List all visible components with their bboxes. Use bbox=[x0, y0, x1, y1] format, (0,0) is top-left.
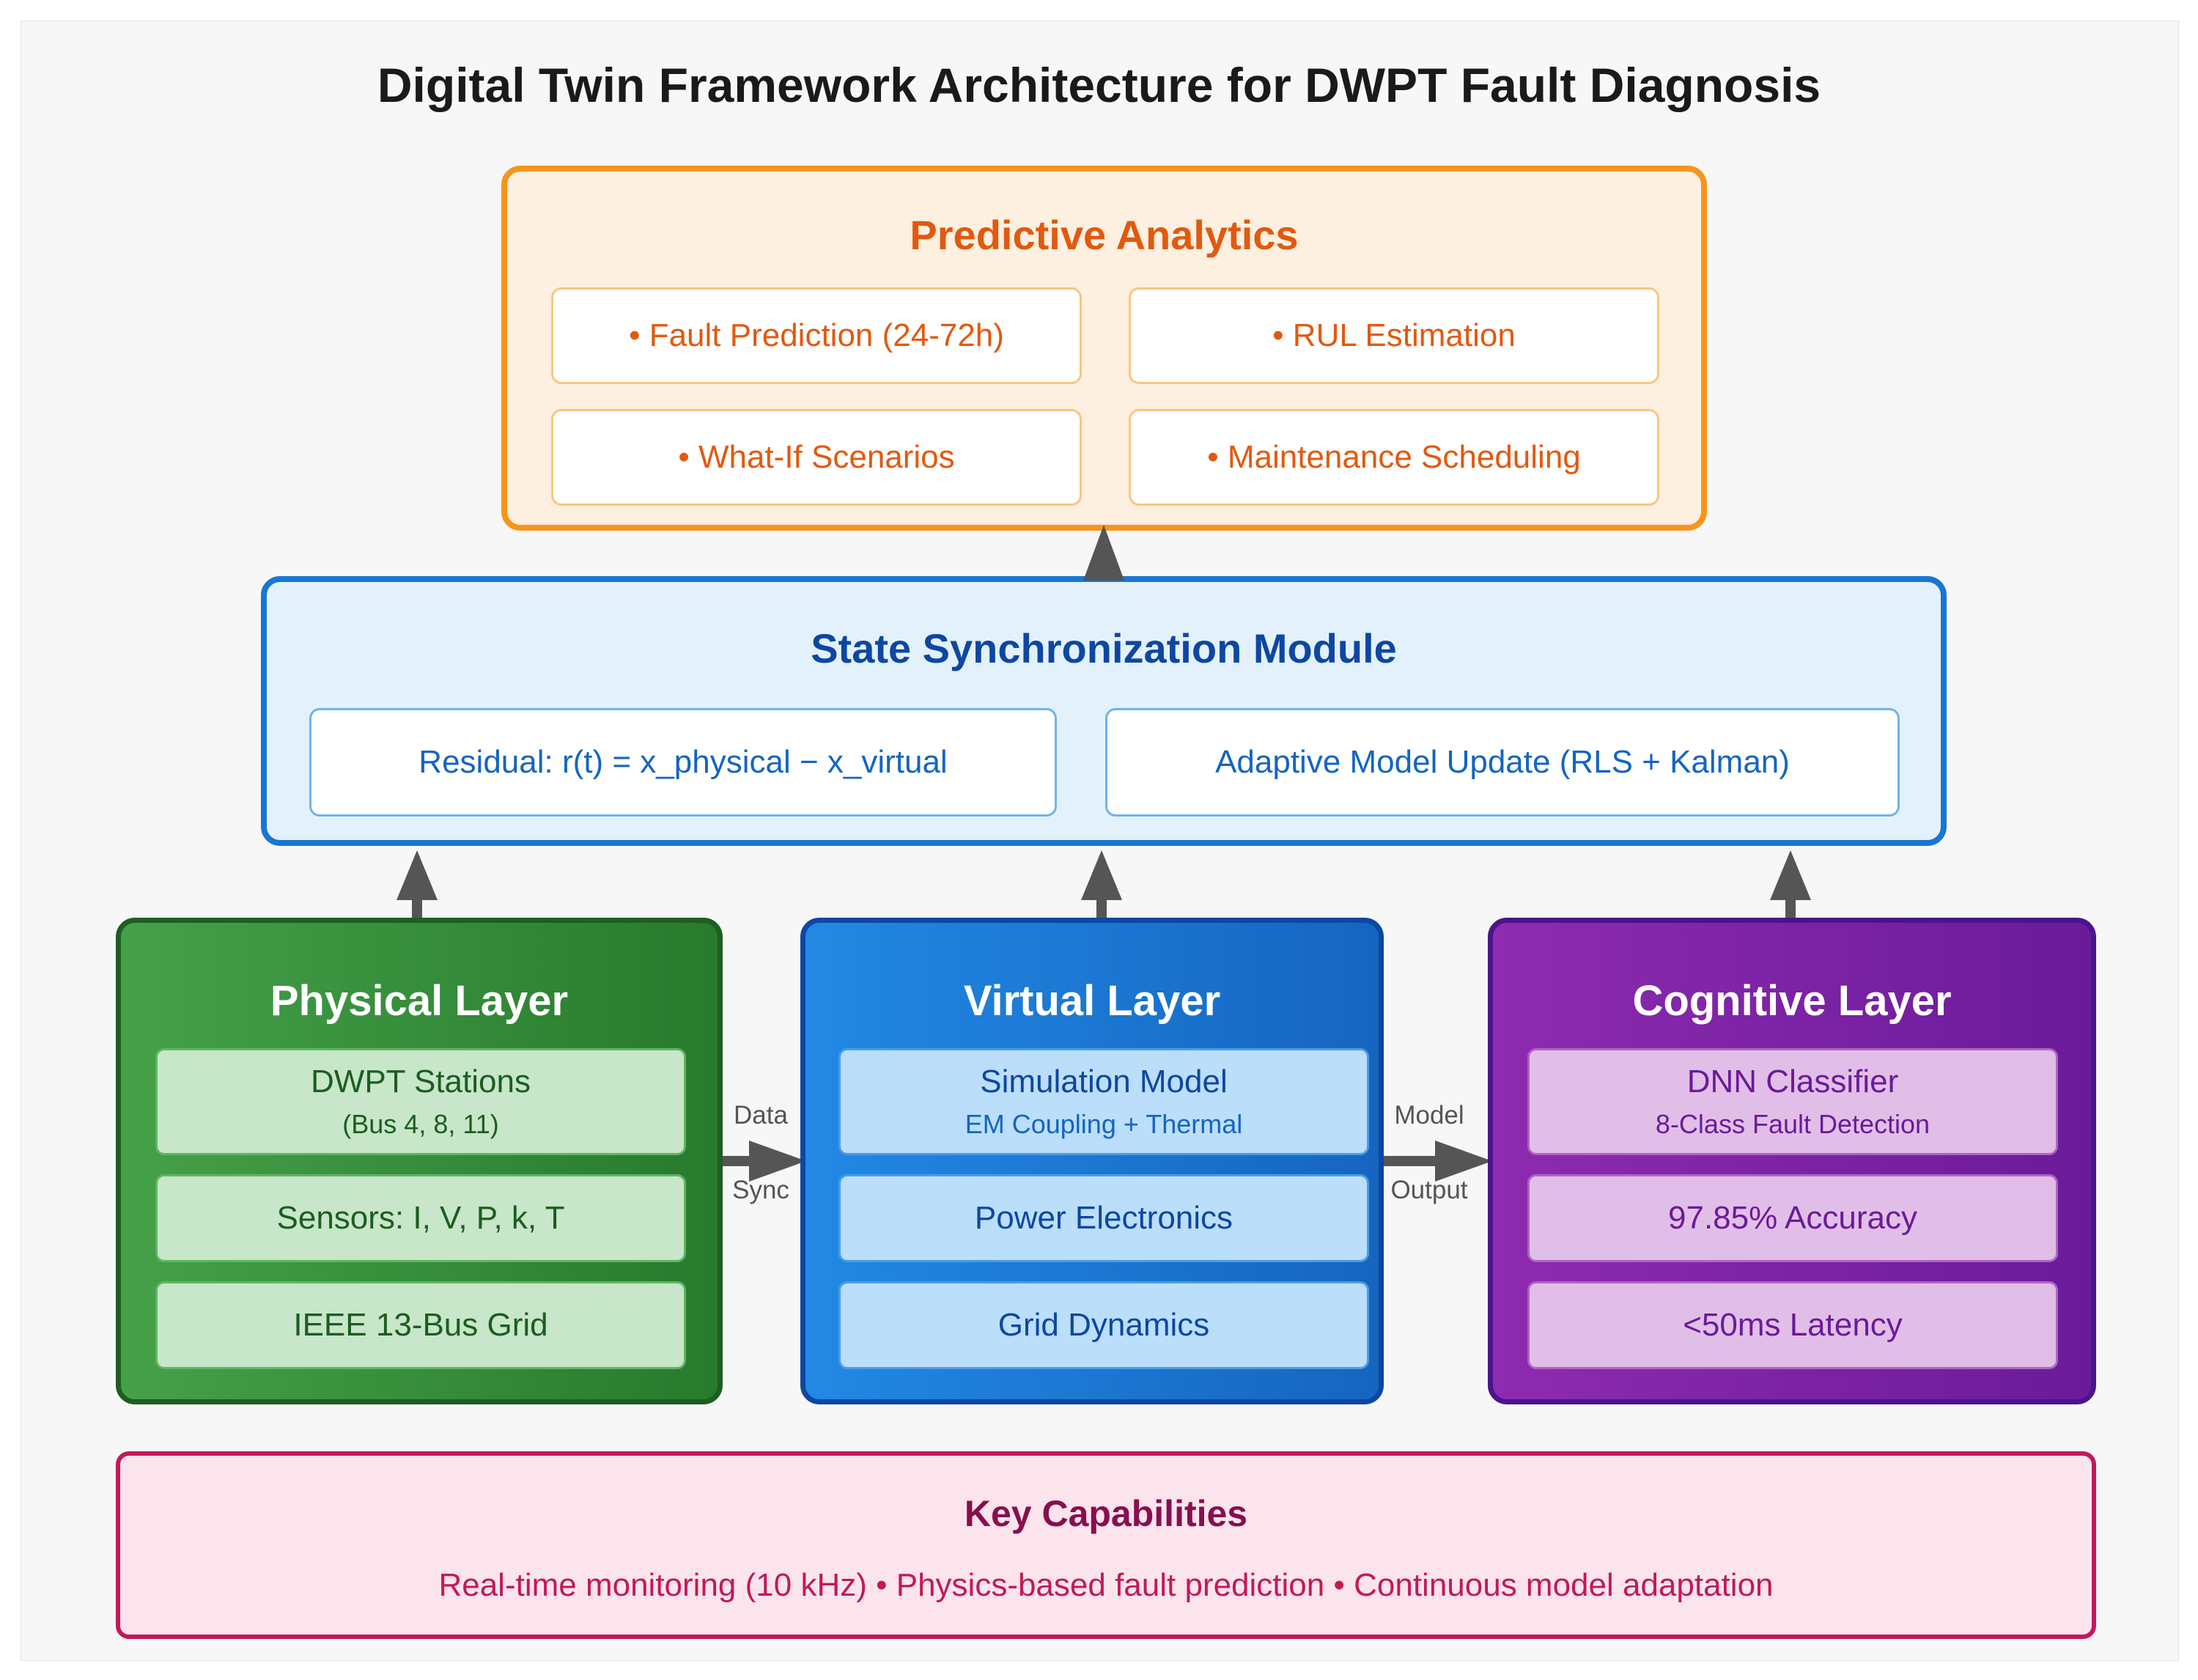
model-label: Model bbox=[1394, 1101, 1464, 1130]
physical-layer-title: Physical Layer bbox=[270, 977, 569, 1025]
arrow-cognitive-to-sync bbox=[1770, 850, 1811, 918]
ieee-grid-label: IEEE 13-Bus Grid bbox=[293, 1307, 548, 1343]
arrow-physical-to-virtual bbox=[723, 1141, 806, 1182]
maintenance-scheduling-item: • Maintenance Scheduling bbox=[1129, 409, 1659, 506]
dwpt-stations-label: DWPT Stations bbox=[311, 1064, 531, 1099]
dwpt-stations-sub: (Bus 4, 8, 11) bbox=[342, 1109, 499, 1139]
arrow-virtual-to-sync bbox=[1081, 850, 1122, 918]
diagram-title: Digital Twin Framework Architecture for … bbox=[377, 58, 1821, 112]
simulation-model-sub: EM Coupling + Thermal bbox=[965, 1109, 1243, 1139]
sensors-item: Sensors: I, V, P, k, T bbox=[155, 1174, 686, 1262]
ieee-grid-item: IEEE 13-Bus Grid bbox=[155, 1281, 686, 1369]
predictive-analytics-title: Predictive Analytics bbox=[910, 212, 1299, 258]
simulation-model-label: Simulation Model bbox=[980, 1064, 1228, 1099]
dnn-classifier-item: DNN Classifier 8-Class Fault Detection bbox=[1527, 1048, 2058, 1155]
grid-dynamics-item: Grid Dynamics bbox=[838, 1281, 1369, 1369]
adaptive-update-item: Adaptive Model Update (RLS + Kalman) bbox=[1105, 708, 1900, 817]
what-if-scenarios-item: • What-If Scenarios bbox=[551, 409, 1082, 506]
key-capabilities-text: Real-time monitoring (10 kHz) • Physics-… bbox=[438, 1567, 1774, 1603]
accuracy-label: 97.85% Accuracy bbox=[1668, 1200, 1917, 1236]
sync-label: Sync bbox=[732, 1176, 789, 1204]
state-sync-title: State Synchronization Module bbox=[811, 625, 1397, 671]
virtual-layer-title: Virtual Layer bbox=[963, 977, 1221, 1025]
key-capabilities-title: Key Capabilities bbox=[964, 1493, 1248, 1534]
power-electronics-label: Power Electronics bbox=[974, 1200, 1233, 1236]
latency-item: <50ms Latency bbox=[1527, 1281, 2058, 1369]
cognitive-layer-title: Cognitive Layer bbox=[1632, 977, 1952, 1025]
dnn-classifier-label: DNN Classifier bbox=[1686, 1064, 1899, 1099]
arrow-virtual-to-cognitive bbox=[1384, 1141, 1492, 1182]
arrow-sync-to-predictive bbox=[1083, 525, 1124, 581]
rul-estimation-item: • RUL Estimation bbox=[1129, 287, 1659, 384]
dnn-classifier-sub: 8-Class Fault Detection bbox=[1655, 1109, 1930, 1139]
arrow-physical-to-sync bbox=[397, 850, 438, 918]
output-label: Output bbox=[1390, 1176, 1468, 1204]
simulation-model-item: Simulation Model EM Coupling + Thermal bbox=[838, 1048, 1369, 1155]
fault-prediction-item: • Fault Prediction (24-72h) bbox=[551, 287, 1082, 384]
power-electronics-item: Power Electronics bbox=[838, 1174, 1369, 1262]
latency-label: <50ms Latency bbox=[1683, 1307, 1903, 1343]
grid-dynamics-label: Grid Dynamics bbox=[997, 1307, 1210, 1343]
dwpt-stations-item: DWPT Stations (Bus 4, 8, 11) bbox=[155, 1048, 686, 1155]
data-label: Data bbox=[734, 1101, 788, 1130]
residual-item: Residual: r(t) = x_physical − x_virtual bbox=[309, 708, 1057, 817]
key-capabilities-box bbox=[116, 1451, 2096, 1639]
sensors-label: Sensors: I, V, P, k, T bbox=[276, 1200, 565, 1236]
accuracy-item: 97.85% Accuracy bbox=[1527, 1174, 2058, 1262]
